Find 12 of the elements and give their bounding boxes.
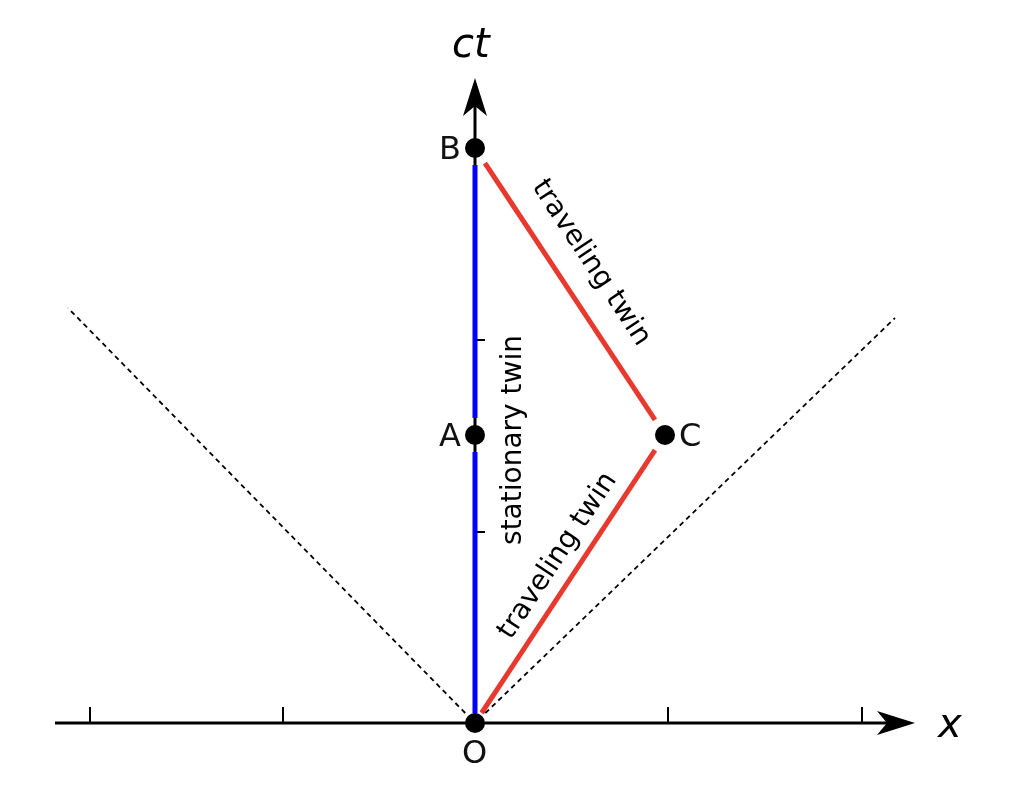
worldline	[482, 161, 658, 422]
axis-label: ct	[452, 22, 490, 64]
light-cone-line	[484, 317, 896, 714]
worldline	[472, 452, 478, 713]
point-label: B	[439, 131, 461, 165]
point-label: O	[462, 735, 488, 769]
axis-label: x	[938, 702, 962, 744]
point-label: C	[679, 418, 702, 452]
worldline	[472, 165, 478, 418]
light-cone-line	[67, 307, 467, 714]
point-label: A	[439, 418, 461, 452]
worldline	[479, 448, 658, 715]
